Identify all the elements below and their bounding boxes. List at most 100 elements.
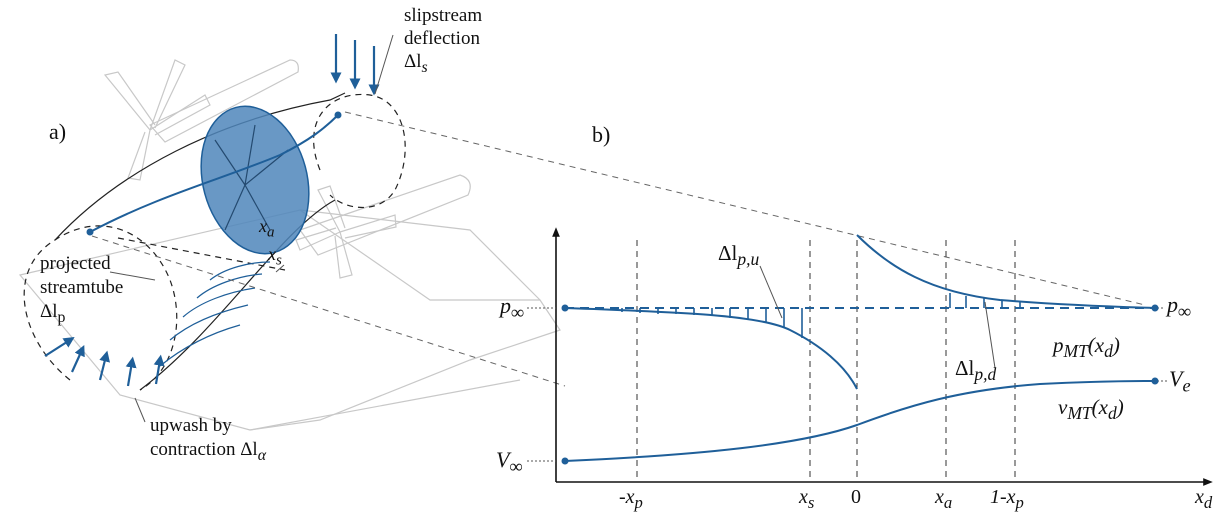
v-inf-left-dot <box>561 457 569 465</box>
hatch-downstream <box>949 293 1021 308</box>
connector-top <box>344 111 1146 306</box>
panel-a-xs-label: xs <box>268 244 282 269</box>
dlpd-main: Δl <box>955 356 975 380</box>
panel-a-label: a) <box>49 119 67 144</box>
tick-xd: xd <box>1195 486 1212 512</box>
slipstream-sub: s <box>421 58 428 76</box>
upwash-arrow-icon <box>70 344 85 373</box>
contraction-arcs <box>159 261 271 367</box>
nacelle-outline <box>149 59 299 143</box>
slipstream-symbol-line: Δls <box>404 50 482 79</box>
dlpd-leader <box>984 301 996 369</box>
tick-xs: xs <box>799 486 814 512</box>
connector-lines <box>91 111 1146 387</box>
dlpd-label: Δlp,d <box>955 356 996 384</box>
pmt-arg-close: ) <box>1112 333 1120 357</box>
right-propeller <box>295 185 397 279</box>
p-inf-right-main: p <box>1167 292 1178 317</box>
tick-one-minus-xp-main: 1-x <box>990 486 1016 508</box>
vmt-main: v <box>1058 395 1068 419</box>
v-inf-left-sub: ∞ <box>509 456 523 477</box>
pmt-label: pMT(xd) <box>1053 333 1120 361</box>
streamtube-top-edge <box>54 92 346 241</box>
upwash-sub: α <box>257 446 267 464</box>
slipstream-line1: slipstream <box>404 5 483 26</box>
streamtube-left-circle <box>23 225 178 391</box>
vmt-arg-close: ) <box>1116 395 1124 419</box>
actuator-disk <box>200 105 310 255</box>
pressure-curve-downstream <box>856 234 1156 309</box>
right-nacelle <box>299 174 471 256</box>
dlpu-label: Δlp,u <box>718 241 760 270</box>
pmt-main: p <box>1053 333 1064 357</box>
vmt-arg-sub: d <box>1107 403 1117 424</box>
disk-xa-main: x <box>259 216 267 236</box>
p-inf-left-label: p∞ <box>500 293 524 323</box>
slipstream-label: slipstream deflection Δls <box>404 4 482 79</box>
connector-bottom <box>91 235 566 387</box>
panel-a-xs-main: x <box>268 244 276 264</box>
panel-a-leaders <box>109 34 394 423</box>
tick-xa-main: x <box>935 486 944 508</box>
wing-outline <box>18 209 561 431</box>
tick-xd-main: x <box>1195 486 1204 508</box>
streamtube-bottom-edge <box>139 199 336 391</box>
ve-label: Ve <box>1169 366 1191 396</box>
projected-leader <box>109 271 156 281</box>
ve-sub: e <box>1182 375 1191 396</box>
p-inf-right-label: p∞ <box>1167 292 1192 322</box>
p-inf-right-dot <box>1151 304 1159 312</box>
p-inf-left-main: p <box>500 293 511 318</box>
projected-line2: streamtube <box>40 277 124 298</box>
tick-one-minus-xp: 1-xp <box>990 486 1024 512</box>
slipstream-line2: deflection <box>404 28 480 49</box>
dlpu-sub: p,u <box>737 249 760 270</box>
upwash-line2-wrap: contraction Δlα <box>150 438 266 468</box>
upwash-line2: contraction Δl <box>150 439 258 460</box>
tick-xs-sub: s <box>807 493 815 512</box>
p-inf-left-dot <box>561 304 569 312</box>
tick-xa-sub: a <box>943 493 953 512</box>
dlpu-leader <box>759 265 783 319</box>
projected-label: projected streamtube Δlp <box>40 252 123 330</box>
panel-a-streamline-end <box>334 111 342 119</box>
pmt-arg-main: (x <box>1087 333 1105 357</box>
upwash-label: upwash by contraction Δlα <box>150 414 266 468</box>
panel-a-xs-sub: s <box>276 252 282 269</box>
tick-guides <box>636 240 1016 482</box>
panel-a-streamline-start <box>86 228 94 236</box>
projected-line1: projected <box>40 253 111 274</box>
panel-b-label: b) <box>592 122 611 147</box>
projected-symbol: Δl <box>40 301 58 322</box>
v-inf-left-main: V <box>496 447 510 472</box>
tick-neg-xp: -xp <box>619 486 643 512</box>
upwash-arrows <box>44 337 165 387</box>
dlpu-main: Δl <box>718 241 738 265</box>
streamtube-sketch <box>23 92 406 391</box>
streamtube-right-circle <box>313 93 406 209</box>
tick-xd-sub: d <box>1203 493 1213 512</box>
hatch-upstream <box>621 308 803 338</box>
xs-panel-a-leader <box>275 264 285 273</box>
vmt-arg-main: (x <box>1091 395 1108 419</box>
upwash-line1: upwash by <box>150 415 232 436</box>
ve-dot <box>1151 377 1159 385</box>
projected-sub: p <box>57 308 66 326</box>
panel-a-streamline <box>89 114 339 233</box>
vmt-label: vMT(xd) <box>1058 395 1124 424</box>
tick-one-minus-xp-sub: p <box>1015 493 1024 512</box>
v-inf-left-label: V∞ <box>496 447 523 477</box>
tick-xa: xa <box>935 486 952 512</box>
tick-zero: 0 <box>851 486 861 508</box>
tick-neg-xp-main: -x <box>619 486 635 508</box>
disk-blades <box>214 124 289 231</box>
upwash-arrow-icon <box>153 354 165 385</box>
p-inf-right-sub: ∞ <box>1178 301 1192 322</box>
vmt-sub: MT <box>1067 403 1092 424</box>
disk-xa-sub: a <box>267 224 275 241</box>
ve-main: V <box>1169 366 1183 391</box>
upwash-leader <box>134 397 146 423</box>
disk-xa-label: xa <box>259 216 275 241</box>
